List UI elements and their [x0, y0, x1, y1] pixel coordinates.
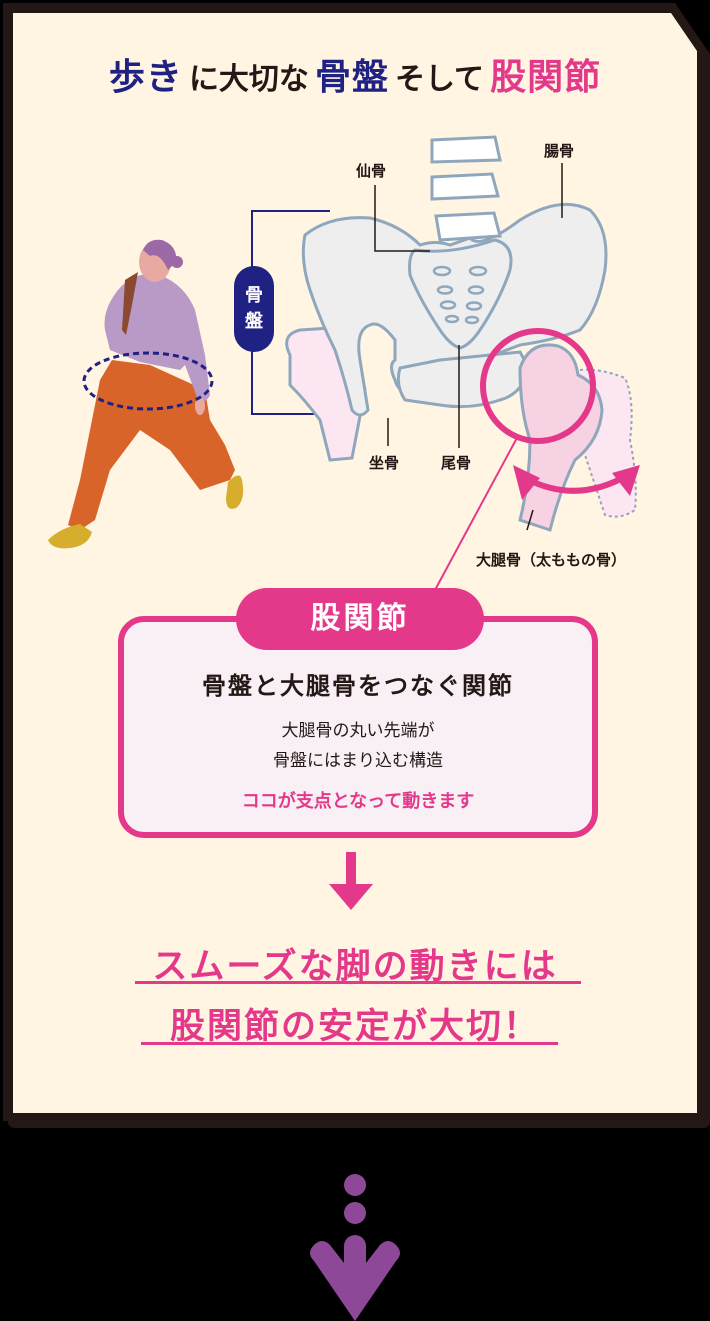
label-coccyx: 尾骨 [441, 454, 472, 472]
pelvis-illustration [48, 135, 640, 591]
info-accent: ココが支点となって動きます [241, 791, 475, 812]
label-ilium: 腸骨 [544, 142, 575, 160]
info-card [3, 3, 705, 1121]
conclusion-line2: 股関節の安定が大切！ [169, 1007, 540, 1047]
title-hip-joint: 股関節 [490, 57, 602, 98]
pelvis-badge: 骨 盤 [234, 266, 274, 352]
conclusion-line1: スムーズな脚の動きには [152, 947, 558, 987]
info-heading: 骨盤と大腿骨をつなぐ関節 [202, 672, 514, 700]
info-description: 大腿骨の丸い先端が 骨盤にはまり込む構造 [118, 716, 598, 776]
page-title: 歩きに大切な骨盤そして股関節 [0, 48, 710, 100]
underline-1 [135, 981, 581, 984]
scroll-down-arrow-icon [310, 1174, 400, 1321]
title-walking: 歩き [108, 57, 183, 98]
title-and: そして [394, 62, 485, 97]
card-body [13, 13, 697, 1113]
hip-joint-tag: 股関節 [236, 588, 484, 650]
underline-2 [141, 1042, 558, 1045]
title-important: に大切な [188, 62, 309, 97]
label-ischium: 坐骨 [369, 454, 400, 472]
pelvis-badge-char2: 盤 [245, 311, 263, 332]
pelvis-badge-char1: 骨 [245, 285, 263, 306]
title-pelvis: 骨盤 [314, 57, 389, 98]
label-femur: 大腿骨（太ももの骨） [476, 551, 627, 569]
walking-woman-illustration [48, 239, 244, 549]
info-description-line2: 骨盤にはまり込む構造 [273, 751, 443, 771]
arrow-down-icon [329, 852, 373, 910]
label-sacrum: 仙骨 [356, 162, 387, 180]
info-description-line1: 大腿骨の丸い先端が [281, 721, 435, 741]
hip-joint-info-box [118, 616, 598, 838]
